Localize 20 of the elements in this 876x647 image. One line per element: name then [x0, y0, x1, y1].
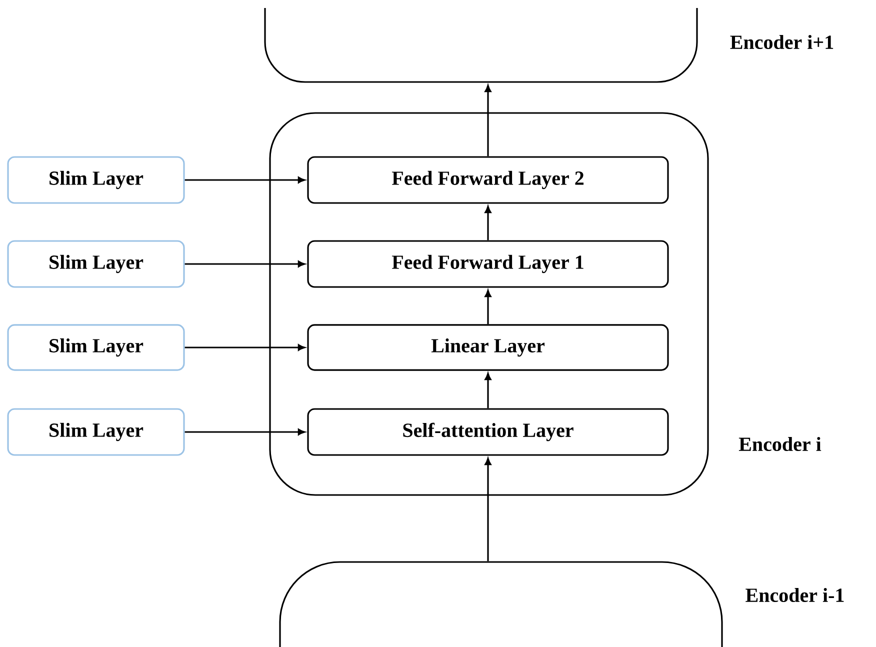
- slim-layer-box: Slim Layer: [7, 156, 185, 204]
- encoder-block: Encoder i+1: [264, 8, 834, 83]
- layer-box: Linear Layer: [307, 324, 669, 371]
- slim-layer-box: Slim Layer: [7, 324, 185, 371]
- slim-layer-box: Slim Layer: [7, 408, 185, 456]
- arrow: [484, 290, 492, 324]
- arrow: [184, 428, 306, 436]
- arrow: [484, 206, 492, 240]
- arrow: [484, 372, 492, 408]
- slim-layer-box: Slim Layer: [7, 240, 185, 288]
- layer-box: Feed Forward Layer 1: [307, 240, 669, 288]
- arrow: [184, 344, 306, 351]
- arrow: [184, 260, 306, 268]
- node-label: Encoder i: [738, 436, 822, 452]
- encoder-block: Encoder i-1: [279, 561, 844, 647]
- arrow: [484, 458, 492, 562]
- arrow: [484, 84, 492, 156]
- layer-box: Self-attention Layer: [307, 408, 669, 456]
- layer-box: Feed Forward Layer 2: [307, 156, 669, 204]
- arrow: [184, 176, 306, 184]
